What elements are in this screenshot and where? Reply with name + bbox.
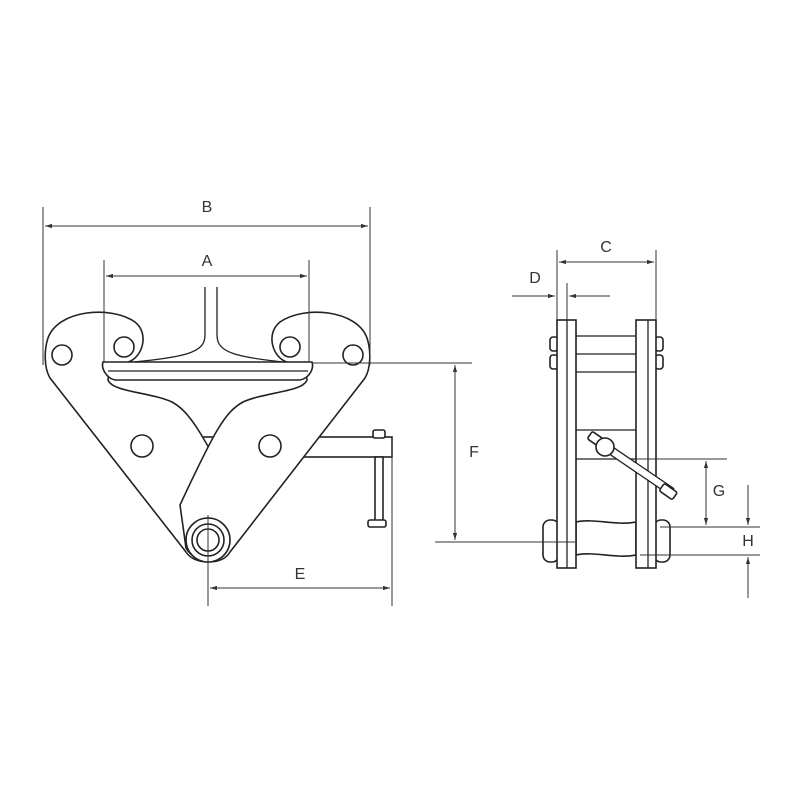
dim-label-d: D xyxy=(529,270,541,287)
side-plate-right xyxy=(635,319,657,569)
hole-icon xyxy=(130,434,154,458)
roller-icon xyxy=(113,336,135,358)
side-view xyxy=(435,250,760,598)
roller-icon xyxy=(279,336,301,358)
hole-icon xyxy=(258,434,282,458)
dim-label-b: B xyxy=(201,199,213,216)
bolt-foot xyxy=(367,519,387,528)
dim-label-h: H xyxy=(742,533,754,550)
hole-icon xyxy=(342,344,364,366)
bolt-shank xyxy=(374,456,384,523)
dim-label-f: F xyxy=(469,444,479,461)
bolt-nut-icon xyxy=(595,437,615,457)
bolt-head xyxy=(372,429,386,439)
front-view xyxy=(42,207,472,606)
dim-label-e: E xyxy=(294,566,306,583)
dim-label-a: A xyxy=(201,253,213,270)
dim-label-g: G xyxy=(712,483,726,500)
dim-label-c: C xyxy=(600,239,612,256)
bolt-end xyxy=(659,483,678,500)
pivot-shaft xyxy=(575,520,637,557)
hole-icon xyxy=(51,344,73,366)
